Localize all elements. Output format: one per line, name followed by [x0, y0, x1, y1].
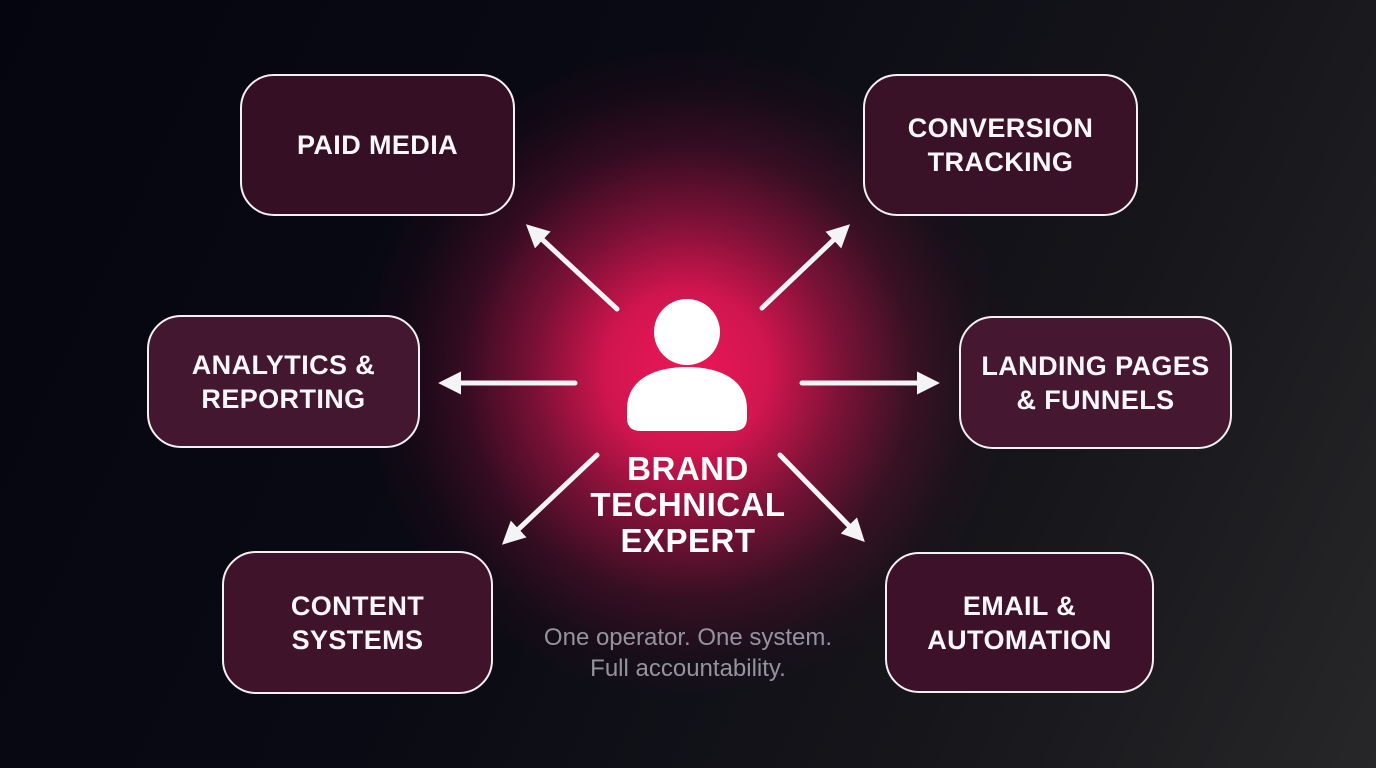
- node-conversion-tracking: CONVERSION TRACKING: [863, 74, 1138, 216]
- node-label: ANALYTICS & REPORTING: [191, 349, 376, 414]
- node-label: CONTENT SYSTEMS: [290, 590, 425, 655]
- arrow-to-content-systems: [501, 452, 600, 545]
- tagline: One operator. One system. Full accountab…: [543, 624, 833, 682]
- node-paid-media: PAID MEDIA: [240, 74, 515, 216]
- center-title: BRAND TECHNICAL EXPERT: [590, 450, 786, 559]
- node-label: LANDING PAGES & FUNNELS: [981, 350, 1210, 415]
- node-email-automation: EMAIL & AUTOMATION: [885, 552, 1154, 693]
- person-icon: [627, 299, 747, 431]
- arrow-to-email-automation: [777, 452, 865, 542]
- node-label: EMAIL & AUTOMATION: [927, 590, 1112, 655]
- node-analytics-reporting: ANALYTICS & REPORTING: [147, 315, 420, 448]
- node-label: CONVERSION TRACKING: [907, 113, 1094, 177]
- node-label: PAID MEDIA: [296, 130, 458, 160]
- arrow-to-conversion-tracking: [759, 224, 850, 311]
- arrow-to-paid-media: [525, 224, 620, 312]
- node-landing-pages-funnels: LANDING PAGES & FUNNELS: [959, 316, 1232, 449]
- node-content-systems: CONTENT SYSTEMS: [222, 551, 493, 694]
